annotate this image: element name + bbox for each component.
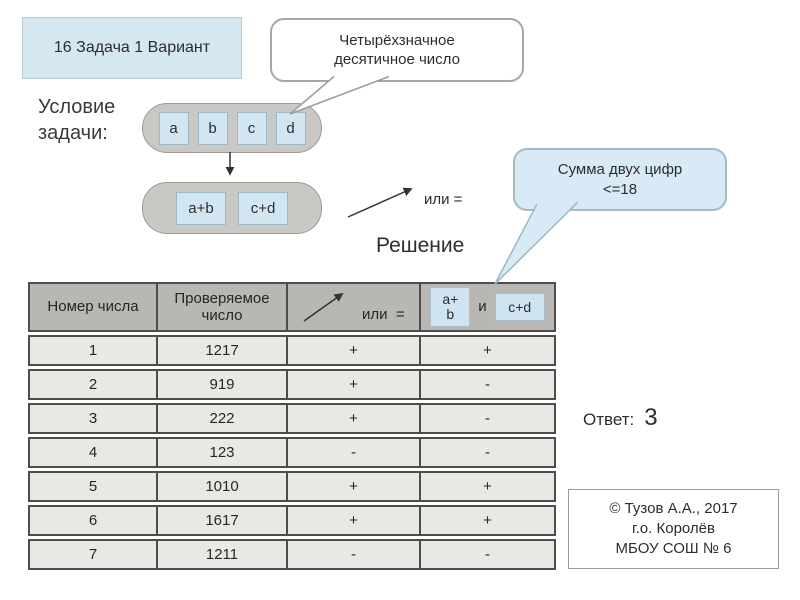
cell-check-first: + (288, 473, 421, 500)
solution-table: Номер числа Проверяемое число или = a+ b (28, 282, 556, 573)
cell-checked-number: 1617 (158, 507, 288, 534)
answer: Ответ: 3 (583, 404, 658, 432)
cell-checked-number: 222 (158, 405, 288, 432)
digit-box-a: a (158, 111, 189, 145)
task-variant-badge: 16 Задача 1 Вариант (22, 17, 242, 79)
digits-pill: a b c d (142, 103, 322, 153)
header-and-label: и (478, 298, 487, 316)
cell-row-number: 2 (30, 371, 158, 398)
credits-school: МБОУ СОШ № 6 (615, 540, 732, 558)
cell-check-first: + (288, 507, 421, 534)
table-row: 7 1211 - - (28, 539, 556, 570)
table-row: 3 222 + - (28, 403, 556, 434)
sums-pill: a+b c+d (142, 182, 322, 234)
header-or-equals-label: или = (362, 305, 405, 323)
or-equals-label: или = (424, 191, 463, 208)
cell-check-second: - (485, 409, 490, 427)
header-cd-box: c+d (494, 293, 545, 321)
cell-check-first: + (288, 405, 421, 432)
callout-sum-condition: Сумма двух цифр <=18 (513, 148, 727, 211)
cell-checked-number: 123 (158, 439, 288, 466)
cell-row-number: 6 (30, 507, 158, 534)
callout-four-digit-number: Четырёхзначное десятичное число (270, 18, 524, 82)
digit-box-b: b (197, 111, 228, 145)
callout-right-tail (494, 201, 579, 285)
digit-box-c: c (236, 111, 267, 145)
callout-right-line2: <=18 (602, 180, 638, 198)
table-header-row: Номер числа Проверяемое число или = a+ b (28, 282, 556, 332)
cell-checked-number: 1217 (158, 337, 288, 364)
cell-row-number: 4 (30, 439, 158, 466)
header-checked-number: Проверяемое число (158, 284, 288, 330)
cell-row-number: 7 (30, 541, 158, 568)
task-variant-label: 16 Задача 1 Вариант (53, 39, 211, 56)
cell-check-second: + (483, 511, 492, 529)
credits-box: © Тузов А.А., 2017 г.о. Королёв МБОУ СОШ… (568, 489, 779, 569)
cell-checked-number: 919 (158, 371, 288, 398)
header-number-index: Номер числа (30, 284, 158, 330)
cell-row-number: 3 (30, 405, 158, 432)
diagonal-arrow-icon (303, 292, 344, 322)
sum-box-cd: c+d (238, 191, 288, 225)
header-ab-line2: b (446, 306, 455, 322)
header-or-equals: или = (288, 284, 421, 330)
cell-check-second: - (485, 443, 490, 461)
solution-heading: Решение (376, 234, 465, 257)
credits-author: © Тузов А.А., 2017 (609, 499, 738, 517)
cell-check-second: - (485, 545, 490, 563)
callout-right-line1: Сумма двух цифр (557, 161, 683, 178)
cell-checked-number: 1010 (158, 473, 288, 500)
digit-box-d: d (275, 111, 306, 145)
header-ab-box: a+ b (430, 287, 471, 327)
callout-top-line1: Четырёхзначное (339, 31, 455, 49)
cell-check-first: - (288, 541, 421, 568)
header-ab-line1: a+ (442, 290, 459, 307)
table-row: 6 1617 + + (28, 505, 556, 536)
answer-value: 3 (644, 404, 658, 431)
cell-check-second: + (483, 341, 492, 359)
cell-checked-number: 1211 (158, 541, 288, 568)
cell-check-first: - (288, 439, 421, 466)
credits-city: г.о. Королёв (632, 519, 715, 537)
table-row: 2 919 + - (28, 369, 556, 400)
table-row: 5 1010 + + (28, 471, 556, 502)
cell-row-number: 1 (30, 337, 158, 364)
sum-box-ab: a+b (176, 191, 226, 225)
cell-check-second: - (485, 375, 490, 393)
cell-row-number: 5 (30, 473, 158, 500)
callout-top-line2: десятичное число (334, 51, 460, 68)
table-row: 1 1217 + + (28, 335, 556, 366)
cell-check-first: + (288, 371, 421, 398)
answer-label: Ответ: (583, 410, 635, 429)
diagonal-arrow-icon (347, 187, 413, 218)
condition-label: Условие задачи: (38, 96, 116, 144)
cell-check-second: + (483, 477, 492, 495)
cell-check-first: + (288, 337, 421, 364)
table-row: 4 123 - - (28, 437, 556, 468)
header-sum-check: a+ b и c+d (421, 284, 554, 330)
